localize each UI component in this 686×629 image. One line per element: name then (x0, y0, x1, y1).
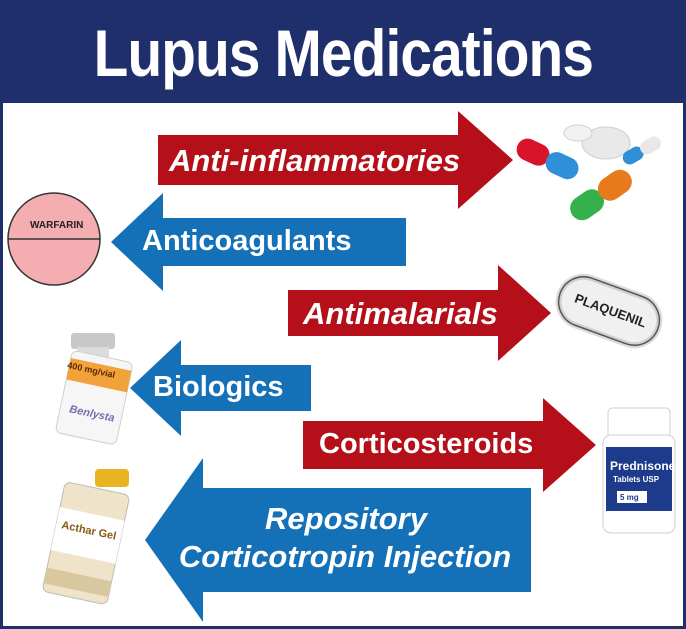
label-anti-inflammatories: Anti-inflammatories (169, 143, 461, 178)
prednisone-sub-text: Tablets USP (613, 475, 660, 484)
page-title: Lupus Medications (93, 16, 593, 90)
prednisone-dose-text: 5 mg (620, 493, 639, 502)
arrow-anti-inflammatories (158, 111, 513, 209)
arrow-anticoagulants (111, 193, 406, 291)
label-biologics: Biologics (153, 371, 284, 403)
plaquenil-pill-image (555, 273, 663, 349)
arrows-layer (7, 111, 676, 622)
pills-image (516, 124, 661, 221)
label-antimalarials: Antimalarials (303, 296, 498, 331)
arrow-biologics (130, 340, 311, 436)
title-banner: Lupus Medications (3, 3, 683, 103)
prednisone-name-text: Prednisone (610, 459, 676, 473)
arrow-corticosteroids (303, 398, 596, 492)
label-corticosteroids: Corticosteroids (319, 428, 534, 460)
benlysta-vial-image (55, 333, 133, 445)
warfarin-text: WARFARIN (30, 220, 84, 231)
label-corticotropin-injection: Corticotropin Injection (178, 539, 512, 574)
warfarin-pill-image (7, 192, 101, 286)
prednisone-bottle-image (602, 407, 676, 534)
acthar-vial-image (42, 469, 130, 605)
arrow-antimalarials (288, 265, 551, 361)
arrow-repository-corticotropin (145, 458, 531, 622)
label-anticoagulants: Anticoagulants (142, 225, 352, 257)
label-repository: Repository (265, 501, 427, 536)
